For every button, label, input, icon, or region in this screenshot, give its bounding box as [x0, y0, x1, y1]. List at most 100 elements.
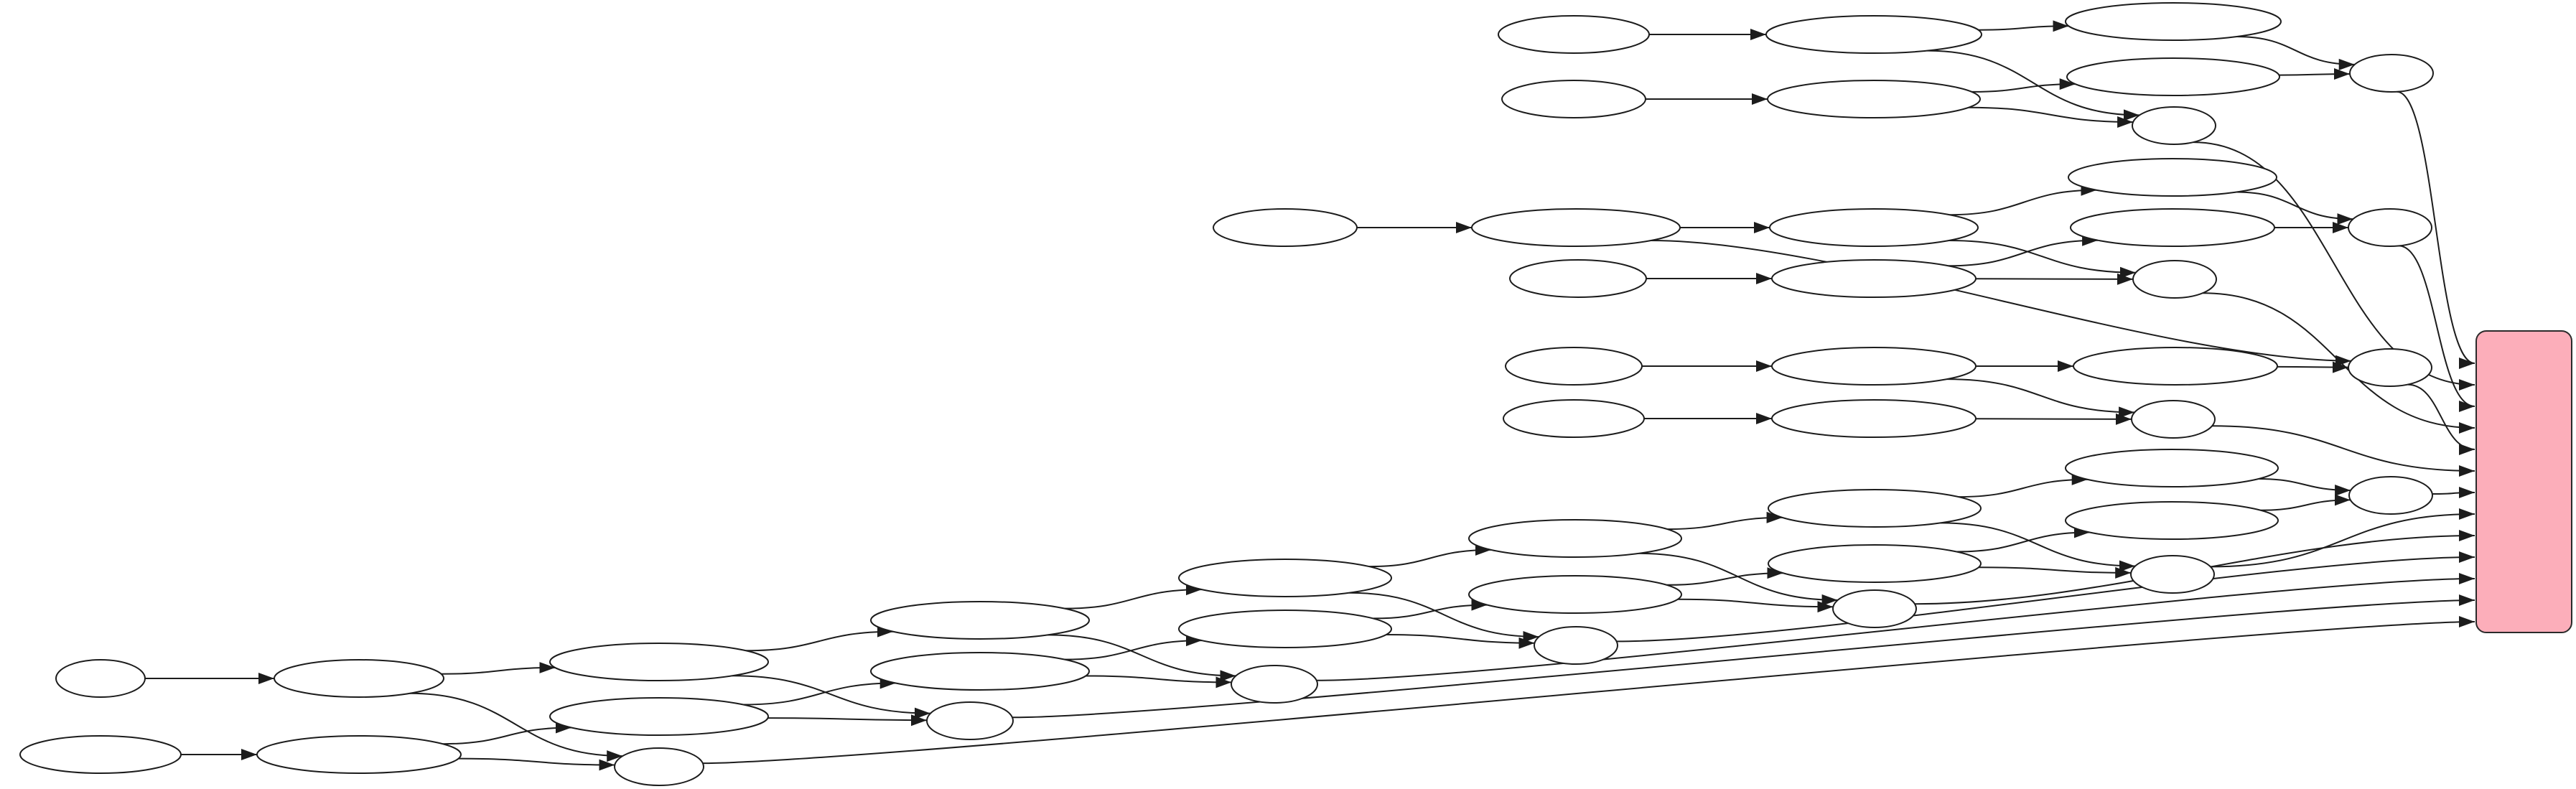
node-ellipse-ne_110m_ocean_gen_z0 — [2065, 2, 2282, 41]
node-ne_10m_lakes_gen_z5 — [1771, 347, 1977, 386]
node-ellipse-ne_110m_lakes — [1501, 80, 1646, 118]
node-ellipse-osm_ocean_polygon — [19, 735, 182, 774]
edge-osm_ocean_polygon_gen_z10-to-water_z10 — [1086, 675, 1232, 688]
node-water_z12 — [614, 747, 704, 786]
edge-osm_ocean_polygon_gen_z11-to-water_z11 — [767, 714, 928, 727]
node-ne_50m_ocean_gen_z4 — [1471, 208, 1681, 247]
edge-water_z2-to-layer_water-z2 — [2399, 245, 2475, 412]
edge-ne_110m_lakes_gen_z1-to-ne_110m_lakes_gen_z0 — [1971, 78, 2076, 93]
edge-ne_110m_lakes_gen_z1-to-water_z1 — [1969, 106, 2134, 128]
node-ne_50m_lakes_gen_z3 — [1771, 259, 1977, 298]
edge-osm_ocean_polygon_union-to-water_z12 — [458, 757, 615, 771]
edge-osm_ocean_polygon_gen_z8-to-osm_ocean_polygon_gen_z7 — [1666, 567, 1783, 586]
node-ellipse-ne_110m_ocean_gen_z1 — [1765, 15, 1982, 54]
node-ellipse-osm_ocean_polygon_gen_z9 — [1178, 610, 1392, 648]
node-ne_50m_ocean_gen_z2 — [2068, 158, 2277, 197]
edge-osm_ocean_polygon_gen_z11-to-osm_ocean_polygon_gen_z10 — [743, 677, 896, 706]
node-water_z3 — [2132, 260, 2217, 299]
node-ne_110m_lakes_gen_z0 — [2066, 57, 2280, 96]
node-ellipse-osm_water_polygon_gen_z9 — [1178, 559, 1392, 597]
node-osm_water_polygon_gen_z8 — [1468, 519, 1682, 558]
edge-water_z12-to-layer_water-z12+ — [702, 616, 2475, 765]
node-ellipse-water_z1 — [2132, 106, 2216, 145]
node-osm_water_polygon_gen_z6 — [2065, 449, 2279, 487]
edge-ne_10m_lakes_gen_z4-to-water_z4 — [2277, 361, 2349, 373]
node-ne_110m_ocean_gen_z1 — [1765, 15, 1982, 54]
edge-osm_water_polygon_gen_z6-to-water_z6 — [2258, 478, 2351, 496]
node-ellipse-ne_50m_ocean_gen_z4 — [1471, 208, 1681, 247]
edge-osm_water_polygon_gen_z7-to-water_z7 — [1940, 522, 2136, 572]
edge-water_z6-to-layer_water-z6 — [2432, 487, 2475, 499]
node-ellipse-water_z9 — [1534, 626, 1618, 665]
node-water_z1 — [2132, 106, 2216, 145]
edge-ne_110m_ocean_gen_z1-to-water_z1 — [1927, 50, 2140, 121]
edge-water_z3-to-layer_water-z3 — [2202, 292, 2475, 434]
node-osm_water_polygon_gen_z10 — [870, 601, 1090, 640]
node-ne_110m_ocean_gen_z0 — [2065, 2, 2282, 41]
node-water_z9 — [1534, 626, 1618, 665]
node-ellipse-osm_ocean_polygon_union — [256, 735, 462, 774]
node-ellipse-osm_water_polygon_gen_z6 — [2065, 449, 2279, 487]
node-ne_50m_lakes_gen_z2 — [2070, 208, 2275, 247]
edge-osm_water_polygon-to-osm_water_polygon_gen_z11 — [441, 662, 556, 675]
node-ellipse-water_z12 — [614, 747, 704, 786]
node-ellipse-ne_50m_ocean_gen_z2 — [2068, 158, 2277, 197]
edge-osm_ocean_polygon_gen_z8-to-water_z8 — [1677, 598, 1834, 613]
node-ellipse-ne_50m_lakes_gen_z2 — [2070, 208, 2275, 247]
node-water_z10 — [1231, 665, 1318, 704]
node-water_z11 — [926, 701, 1014, 740]
edge-water_z9-to-layer_water-z9 — [1616, 551, 2475, 643]
edge-osm_ocean_polygon_gen_z7-to-osm_ocean_polygon_gen_z6 — [1956, 526, 2090, 553]
node-ellipse-ne_110m_lakes_gen_z1 — [1767, 80, 1981, 118]
edges-layer — [144, 20, 2475, 771]
edge-osm_water_polygon_gen_z7-to-osm_water_polygon_gen_z6 — [1959, 473, 2088, 498]
edge-osm_water_polygon-to-water_z12 — [409, 692, 623, 762]
node-ellipse-osm_ocean_polygon_gen_z8 — [1468, 575, 1682, 614]
node-ellipse-osm_ocean_polygon_gen_z11 — [549, 697, 769, 736]
node-ellipse-osm_ocean_polygon_gen_z6 — [2065, 501, 2279, 540]
edge-osm_water_polygon_gen_z10-to-osm_water_polygon_gen_z9 — [1064, 584, 1202, 610]
node-ne_50m_ocean — [1213, 208, 1358, 247]
node-water_z6 — [2348, 476, 2433, 515]
node-ellipse-osm_ocean_polygon_gen_z7 — [1768, 544, 1982, 583]
node-osm_ocean_polygon_gen_z11 — [549, 697, 769, 736]
edge-osm_ocean_polygon_gen_z7-to-water_z7 — [1978, 566, 2132, 579]
node-ellipse-osm_water_polygon_gen_z8 — [1468, 519, 1682, 558]
node-ellipse-osm_water_polygon_gen_z10 — [870, 601, 1090, 640]
node-osm_ocean_polygon_union — [256, 735, 462, 774]
node-water_z7 — [2130, 555, 2215, 594]
node-osm_ocean_polygon_gen_z7 — [1768, 544, 1982, 583]
node-ne_110m_lakes — [1501, 80, 1646, 118]
edge-ne_50m_ocean_gen_z2-to-water_z2 — [2236, 191, 2353, 225]
edge-ne_50m_ocean_gen_z3-to-ne_50m_ocean_gen_z2 — [1949, 184, 2097, 216]
node-ellipse-water_z3 — [2132, 260, 2217, 299]
edge-osm_ocean_polygon_gen_z10-to-osm_ocean_polygon_gen_z9 — [1064, 635, 1202, 660]
node-osm_water_polygon — [274, 659, 444, 698]
node-osm_ocean_polygon — [19, 735, 182, 774]
node-ellipse-ne_10m_lakes_gen_z4 — [2073, 347, 2278, 386]
edge-osm_water_polygon_gen_z9-to-osm_water_polygon_gen_z8 — [1368, 543, 1492, 568]
node-imposm3 — [55, 659, 146, 698]
edge-osm_water_polygon_gen_z11-to-water_z11 — [732, 675, 931, 719]
edge-osm_ocean_polygon_union-to-osm_ocean_polygon_gen_z11 — [442, 722, 571, 745]
node-osm_ocean_polygon_gen_z6 — [2065, 501, 2279, 540]
edge-ne_50m_ocean_gen_z3-to-water_z3 — [1949, 240, 2136, 279]
edge-water_z0-to-layer_water-z0 — [2397, 90, 2475, 369]
edge-water_z7-to-layer_water-z7 — [2210, 508, 2475, 568]
edge-osm_water_polygon_gen_z10-to-water_z10 — [1047, 634, 1236, 682]
edge-osm_ocean_polygon_gen_z9-to-water_z9 — [1386, 634, 1535, 649]
node-ellipse-water_z4 — [2348, 348, 2432, 387]
edge-ne_10m_lakes_gen_z5-to-water_z5 — [1946, 378, 2135, 419]
node-ellipse-ne_10m_ocean — [1503, 399, 1645, 438]
node-ne_10m_lakes — [1505, 347, 1643, 386]
node-ellipse-osm_ocean_polygon_gen_z10 — [870, 652, 1090, 691]
edge-water_z11-to-layer_water-z11 — [1012, 594, 2475, 719]
node-osm_water_polygon_gen_z7 — [1768, 489, 1982, 528]
node-water_z8 — [1832, 589, 1917, 628]
edge-ne_110m_ocean_gen_z0-to-water_z0 — [2236, 36, 2355, 70]
edge-water_z10-to-layer_water-z10 — [1316, 573, 2475, 681]
node-ellipse-osm_water_polygon_gen_z7 — [1768, 489, 1982, 528]
node-ellipse-water_z7 — [2130, 555, 2215, 594]
